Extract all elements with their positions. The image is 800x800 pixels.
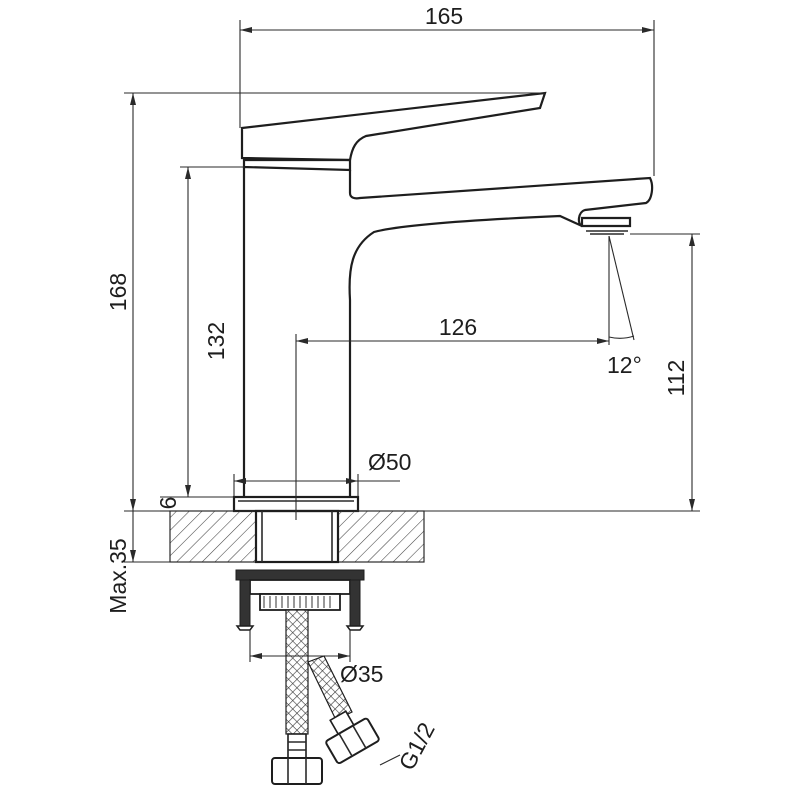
hose-ferrule: [287, 733, 307, 759]
dimension-labels: 165 168 132 126 12° 112 Ø50 6 Max.35 Ø35…: [105, 3, 689, 774]
spout: [348, 170, 654, 497]
lever-handle: [240, 91, 547, 162]
label-spout-angle: 12°: [607, 352, 642, 378]
label-total-width: 165: [425, 3, 463, 29]
label-base-thickness: 6: [155, 497, 181, 510]
label-shank-diameter: Ø35: [340, 661, 383, 687]
right-stud: [349, 579, 361, 627]
hose-angled: [307, 655, 353, 721]
label-spout-height: 112: [663, 360, 689, 397]
label-total-height: 168: [105, 273, 131, 311]
mounting-hardware: [235, 569, 365, 631]
aerator: [580, 216, 632, 228]
mounting-nut: [249, 579, 351, 595]
mounting-shank: [254, 509, 340, 564]
countertop-right: [337, 510, 425, 563]
thread-marks: [263, 596, 331, 608]
left-stud: [239, 579, 251, 627]
label-base-diameter: Ø50: [368, 449, 411, 475]
mounting-washer: [235, 569, 365, 581]
label-hose-thread: G1/2: [393, 718, 439, 774]
label-body-height: 132: [203, 322, 229, 360]
hose-nut-straight: [271, 757, 323, 785]
countertop-left: [169, 510, 257, 563]
dimension-lines: [124, 20, 700, 766]
cartridge-ring: [242, 158, 352, 172]
faucet-body: [232, 91, 654, 513]
label-max-counter-thickness: Max.35: [105, 538, 131, 613]
hose-nut-angled: [325, 710, 380, 765]
countertop-section: [169, 509, 425, 564]
left-stud-end: [235, 625, 255, 631]
supply-hoses: [271, 609, 380, 785]
label-spout-reach: 126: [439, 314, 477, 340]
right-stud-end: [345, 625, 365, 631]
hose-straight: [285, 609, 309, 735]
